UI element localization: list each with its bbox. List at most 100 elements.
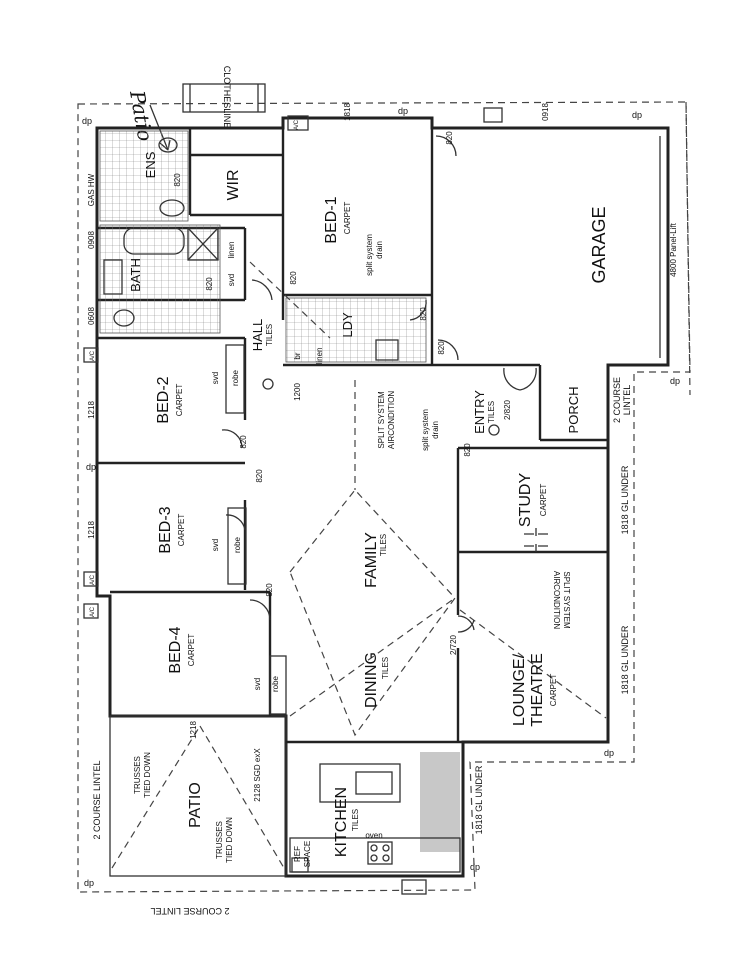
patio-outline xyxy=(109,715,287,877)
laundry-trough xyxy=(375,339,399,361)
room-porch: PORCH xyxy=(566,387,581,434)
ac-tag: A/C xyxy=(90,606,96,617)
shower xyxy=(187,227,219,261)
lintel-bottom: 2 COURSE LINTEL xyxy=(150,906,229,916)
ac-tag: A/C xyxy=(294,119,300,130)
lintel-right-1: 2 COURSE xyxy=(612,377,622,423)
dim-1200: 1200 xyxy=(293,383,302,401)
trusses-1: TRUSSES xyxy=(133,756,142,794)
dp-marker: dp xyxy=(84,878,94,888)
room-bed1-floor: CARPET xyxy=(343,202,352,235)
trusses-2: TIED DOWN xyxy=(143,752,152,798)
kitchen-sink xyxy=(355,771,393,795)
dp-marker: dp xyxy=(470,862,480,872)
dim-bed4-1218: 1218 xyxy=(189,721,198,739)
svd-3: svd xyxy=(211,539,220,551)
dp-marker: dp xyxy=(604,748,614,758)
br-label: br xyxy=(293,352,302,359)
family-drain-1: split system xyxy=(421,409,430,451)
room-lounge-floor: CARPET xyxy=(549,674,558,707)
ac-tag: A/C xyxy=(90,574,96,585)
svd-2: svd xyxy=(211,372,220,384)
ac-tag: A/C xyxy=(90,350,96,361)
dp-marker: dp xyxy=(670,376,680,386)
dim-left-1218-b: 1218 xyxy=(87,521,96,539)
garage-boundary-line xyxy=(685,101,691,396)
dim-left-0608: 0608 xyxy=(87,307,96,325)
vanity xyxy=(103,259,123,295)
trusses-4: TIED DOWN xyxy=(225,817,234,863)
dim-820-bed2: 820 xyxy=(239,435,248,449)
dim-2x820: 2/820 xyxy=(503,399,512,420)
clothesline-label: CLOTHESLINE xyxy=(222,66,232,129)
external-unit-top xyxy=(483,107,503,123)
room-family: FAMILY xyxy=(363,532,380,588)
dim-left-0908: 0908 xyxy=(87,231,96,249)
gl-under-lounge: 1818 GL UNDER xyxy=(620,625,630,694)
study-aircon-symbol xyxy=(524,528,548,552)
lintel-right-2: LINTEL xyxy=(622,385,632,416)
patio-diagonal-1 xyxy=(111,725,201,869)
lounge-ac-1: SPLIT SYSTEM xyxy=(562,571,571,629)
room-entry: ENTRY xyxy=(472,390,487,434)
kitchen-island xyxy=(319,763,401,803)
cooktop xyxy=(367,841,393,865)
ensuite-toilet xyxy=(158,137,178,153)
family-drain-2: drain xyxy=(431,421,440,439)
dim-820-bed4: 820 xyxy=(265,583,274,597)
room-ldy: LDY xyxy=(340,312,355,338)
gl-under-kitchen: 1818 GL UNDER xyxy=(474,765,484,834)
dim-820-garage-ldy: 820 xyxy=(437,341,446,355)
dim-left-1218-a: 1218 xyxy=(87,401,96,419)
room-dining-floor: TILES xyxy=(381,657,390,679)
robe-4: robe xyxy=(271,675,280,692)
lintel-left: 2 COURSE LINTEL xyxy=(92,760,102,839)
sgd-label: 2128 SGD exX xyxy=(253,748,262,802)
room-study: STUDY xyxy=(517,473,534,528)
room-bed1-drain: drain xyxy=(375,241,384,259)
dim-top-1818: 1818 xyxy=(343,103,352,121)
dim-top-0918: 0918 xyxy=(541,103,550,121)
room-ens: ENS xyxy=(143,151,158,178)
dim-820-entry: 820 xyxy=(463,443,472,457)
dim-820-bath: 820 xyxy=(205,277,214,291)
dim-2x720: 2/720 xyxy=(449,634,458,655)
smoke-detectors xyxy=(262,378,500,436)
ref-space-1: REF xyxy=(293,846,302,862)
clothesline xyxy=(182,83,266,113)
dp-marker: dp xyxy=(632,110,642,120)
kitchen-diagonal xyxy=(289,597,456,717)
room-dining: DINING xyxy=(363,652,380,708)
patio-diagonal-2 xyxy=(199,725,285,869)
dim-820-ens: 820 xyxy=(173,173,182,187)
family-ac-2: AIRCONDITION xyxy=(387,391,396,449)
room-lounge-2: THEATRE xyxy=(529,653,546,726)
room-bed4-floor: CARPET xyxy=(187,634,196,667)
kitchen-bench xyxy=(289,837,461,873)
room-bed3: BED-3 xyxy=(157,506,174,553)
dp-marker: dp xyxy=(82,116,92,126)
lounge-ac-2: AIRCONDITION xyxy=(552,571,561,629)
external-unit-bottom xyxy=(401,879,427,895)
room-bed4: BED-4 xyxy=(167,626,184,673)
room-bed1: BED-1 xyxy=(323,196,340,243)
toilet xyxy=(113,309,135,327)
door-swings xyxy=(221,135,537,633)
room-bed2: BED-2 xyxy=(155,376,172,423)
room-garage: GARAGE xyxy=(589,206,609,283)
dim-820-bed1: 820 xyxy=(289,271,298,285)
room-entry-floor: TILES xyxy=(487,401,496,423)
ref-space-2: SPACE xyxy=(303,841,312,868)
room-kitchen: KITCHEN xyxy=(333,787,350,857)
room-study-floor: CARPET xyxy=(539,484,548,517)
dp-marker: dp xyxy=(86,462,96,472)
svd-4: svd xyxy=(253,678,262,690)
room-wir: WIR xyxy=(225,169,242,200)
garage-door-label: 4800 Panel-Lift xyxy=(669,222,678,277)
svd-a: svd xyxy=(227,274,236,286)
dim-820-garage: 820 xyxy=(445,131,454,145)
aircon-units xyxy=(83,115,309,873)
trusses-3: TRUSSES xyxy=(215,821,224,859)
room-bed1-ac: split system xyxy=(365,234,374,276)
